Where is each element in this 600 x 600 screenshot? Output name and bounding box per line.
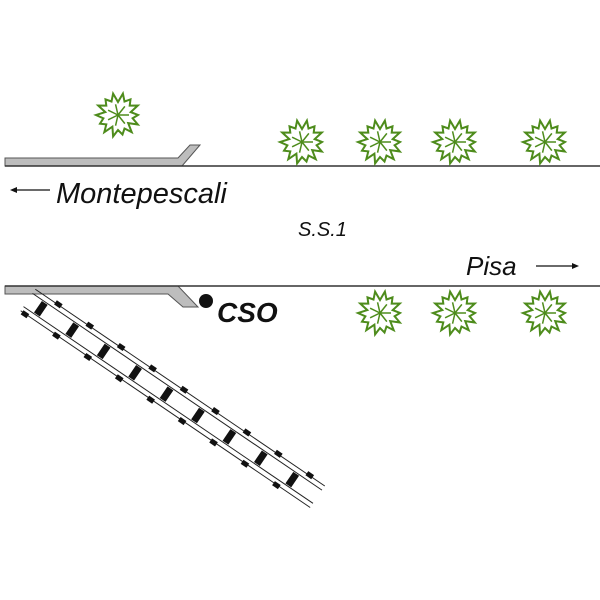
rail-tie: [96, 343, 111, 360]
tree-icon: [355, 288, 403, 338]
arrow-right-icon: [536, 263, 579, 269]
rail-clip: [240, 459, 250, 468]
rail-clip: [305, 471, 315, 480]
rail-clip: [177, 417, 187, 426]
rail-clip: [274, 449, 283, 458]
rail-clip: [54, 300, 63, 309]
lower-shoulder: [4, 285, 200, 308]
tree-icon: [430, 288, 478, 338]
rail-clip: [211, 407, 220, 416]
east-label: Pisa: [466, 251, 517, 281]
rail-clip: [83, 352, 93, 362]
rail-clip: [179, 385, 189, 394]
station-dot: [199, 294, 213, 308]
trees: [93, 90, 568, 338]
tree-icon: [520, 117, 568, 167]
station-label: CSO: [217, 297, 278, 328]
rail-tie: [285, 471, 300, 488]
rail-clip: [52, 331, 61, 340]
rail-clip: [272, 481, 281, 490]
rail-line: [23, 306, 314, 504]
rail-tie: [222, 429, 237, 445]
upper-shoulder: [4, 144, 202, 167]
rail-clip: [146, 395, 155, 404]
rail-tie: [191, 407, 205, 424]
railway: [20, 288, 326, 508]
rail-clip: [85, 321, 95, 330]
tree-icon: [277, 117, 325, 167]
tree-icon: [520, 288, 568, 338]
rail-line: [32, 292, 323, 491]
tree-icon: [430, 117, 478, 167]
rail-line: [20, 310, 311, 508]
rail-clip: [209, 438, 218, 447]
arrow-left-icon: [10, 187, 50, 193]
rail-tie: [33, 300, 48, 317]
rail-clip: [148, 364, 157, 373]
rail-line: [35, 288, 326, 487]
west-label: Montepescali: [56, 178, 228, 210]
rail-clip: [116, 342, 126, 352]
rail-tie: [253, 450, 268, 466]
rail-clip: [242, 428, 252, 437]
rail-clip: [20, 310, 30, 319]
tree-icon: [355, 117, 403, 167]
road-label: S.S.1: [298, 219, 347, 241]
rail-tie: [159, 386, 174, 402]
rail-clip: [114, 374, 124, 383]
rail-tie: [65, 322, 80, 338]
rail-tie: [128, 365, 142, 381]
tree-icon: [93, 90, 141, 140]
